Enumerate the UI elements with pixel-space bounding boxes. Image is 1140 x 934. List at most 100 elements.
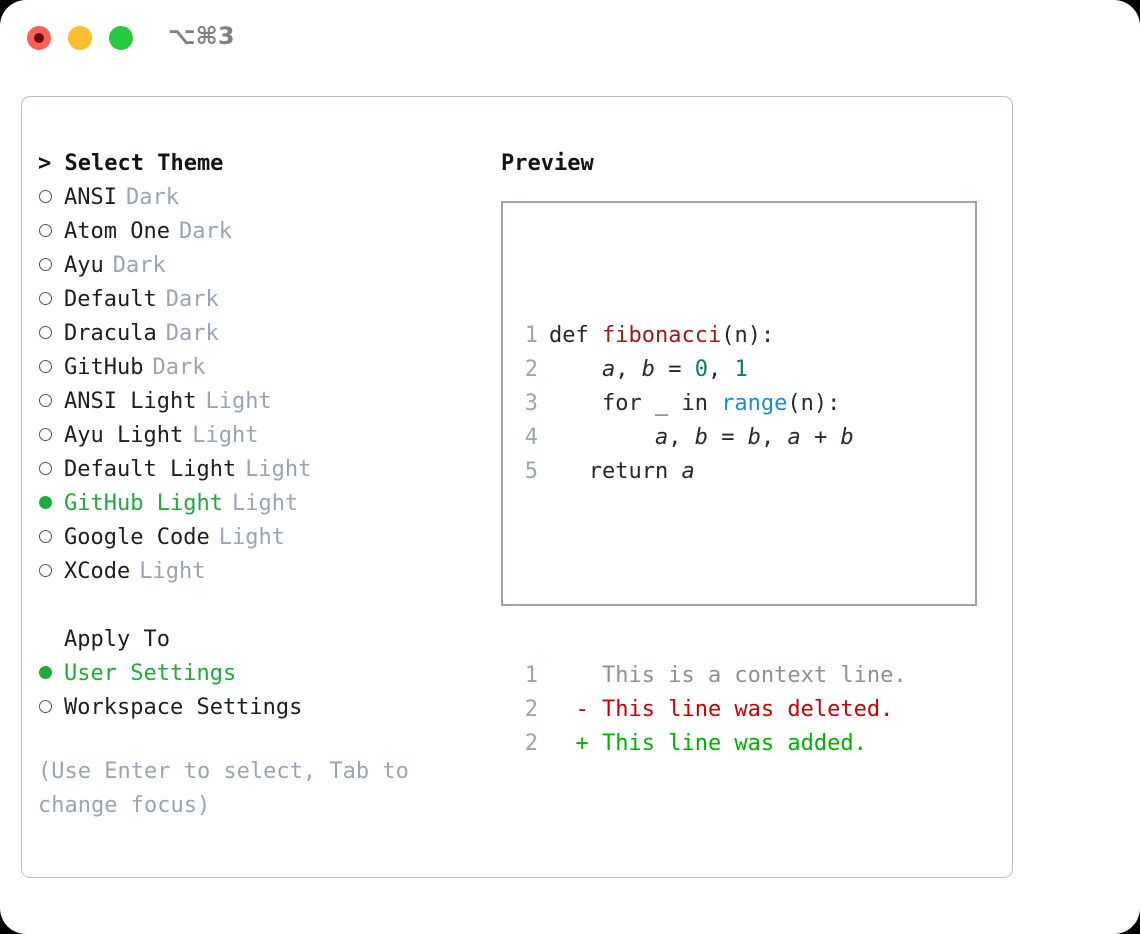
code-line-text: def fibonacci(n): [549, 319, 774, 353]
section-spacer [38, 589, 488, 623]
diff-sample: 1 This is a context line.2 - This line w… [515, 659, 907, 761]
line-number: 2 [524, 357, 538, 382]
diff-line-deleted: 2 - This line was deleted. [515, 693, 907, 727]
keyboard-shortcut-label: ⌥⌘3 [168, 22, 235, 50]
minimize-button[interactable] [68, 26, 92, 50]
diff-line-context: 1 This is a context line. [515, 659, 907, 693]
diff-line-text: This is a context line. [549, 663, 907, 688]
preview-heading: Preview [501, 151, 594, 176]
code-token-plain [549, 357, 602, 382]
theme-option-label: GitHub Light [64, 491, 223, 516]
bullet-shape [39, 326, 52, 339]
code-token-num: 0 [694, 357, 708, 382]
theme-option-google-code[interactable]: Google Code Light [38, 521, 488, 555]
title-bar: ⌥⌘3 [0, 0, 1140, 76]
theme-option-ayu-light[interactable]: Ayu Light Light [38, 419, 488, 453]
code-diff-spacer [515, 557, 907, 591]
line-number: 4 [524, 425, 538, 450]
theme-variant-badge: Light [192, 423, 259, 448]
theme-option-label: ANSI Light [64, 389, 197, 414]
diff-line-added: 2 + This line was added. [515, 727, 907, 761]
keyboard-hint-text: (Use Enter to select, Tab to change focu… [38, 759, 423, 818]
theme-option-label: Atom One [64, 219, 170, 244]
theme-option-label: ANSI [64, 185, 117, 210]
theme-option-default[interactable]: Default Dark [38, 283, 488, 317]
select-theme-heading: > Select Theme [38, 151, 224, 176]
bullet-shape [39, 462, 52, 475]
theme-variant-badge: Dark [112, 253, 166, 278]
code-token-var: a [601, 357, 616, 382]
apply-to-heading: Apply To [64, 627, 170, 652]
code-token-plain: def [549, 323, 602, 348]
theme-variant-badge: Dark [165, 287, 219, 312]
bullet-shape [39, 394, 52, 407]
theme-option-github[interactable]: GitHub Dark [38, 351, 488, 385]
theme-option-label: Ayu Light [64, 423, 184, 448]
bullet-shape [39, 428, 52, 441]
code-line: 4 a, b = b, a + b [515, 421, 907, 455]
theme-variant-badge: Light [205, 389, 272, 414]
code-line-text: a, b = b, a + b [549, 421, 854, 455]
theme-variant-badge: Dark [178, 219, 232, 244]
code-token-plain: (n): [721, 323, 775, 348]
bullet-shape [39, 530, 52, 543]
code-token-fn: fibonacci [601, 323, 722, 348]
code-token-var: a [654, 425, 669, 450]
apply-to-option-user-settings[interactable]: User Settings [38, 657, 488, 691]
bullet-shape [39, 258, 52, 271]
code-token-plain: for _ in [549, 391, 722, 416]
theme-option-ansi-light[interactable]: ANSI Light Light [38, 385, 488, 419]
line-number: 3 [524, 391, 538, 416]
code-token-var: b [694, 425, 708, 450]
apply-to-option-workspace-settings[interactable]: Workspace Settings [38, 691, 488, 725]
diff-line-text: - This line was deleted. [549, 697, 894, 722]
line-number: 5 [524, 459, 538, 484]
maximize-button[interactable] [109, 26, 133, 50]
code-token-var: a [681, 459, 695, 484]
code-token-plain: = [654, 357, 695, 382]
code-token-num: 1 [734, 357, 748, 382]
theme-option-label: GitHub [64, 355, 144, 380]
code-line-text: a, b = 0, 1 [549, 353, 748, 387]
theme-variant-badge: Light [218, 525, 285, 550]
theme-option-ansi[interactable]: ANSI Dark [38, 181, 488, 215]
theme-variant-badge: Dark [125, 185, 179, 210]
code-token-plain: = [707, 425, 748, 450]
code-token-plain: , [668, 425, 695, 450]
code-line: 5 return a [515, 455, 907, 489]
code-token-plain: + [800, 425, 841, 450]
theme-variant-badge: Light [231, 491, 299, 516]
line-number: 1 [524, 323, 538, 348]
theme-option-github-light[interactable]: GitHub Light Light [38, 487, 488, 521]
bullet-shape [39, 292, 52, 305]
theme-option-label: Google Code [64, 525, 210, 550]
theme-variant-badge: Dark [152, 355, 206, 380]
code-token-var: a [787, 425, 801, 450]
bullet-shape [39, 700, 52, 713]
apply-to-option-label: Workspace Settings [64, 695, 303, 720]
theme-option-label: Default [64, 287, 157, 312]
code-token-var: b [747, 425, 761, 450]
theme-variant-badge: Light [139, 559, 206, 584]
code-line: 3 for _ in range(n): [515, 387, 907, 421]
line-number: 1 [524, 663, 538, 688]
code-token-plain: return [549, 459, 682, 484]
theme-option-label: Dracula [64, 321, 157, 346]
close-button[interactable] [27, 26, 51, 50]
bullet-shape [39, 666, 52, 679]
code-line-text: return a [549, 455, 695, 489]
bullet-shape [39, 190, 52, 203]
theme-option-atom-one[interactable]: Atom One Dark [38, 215, 488, 249]
